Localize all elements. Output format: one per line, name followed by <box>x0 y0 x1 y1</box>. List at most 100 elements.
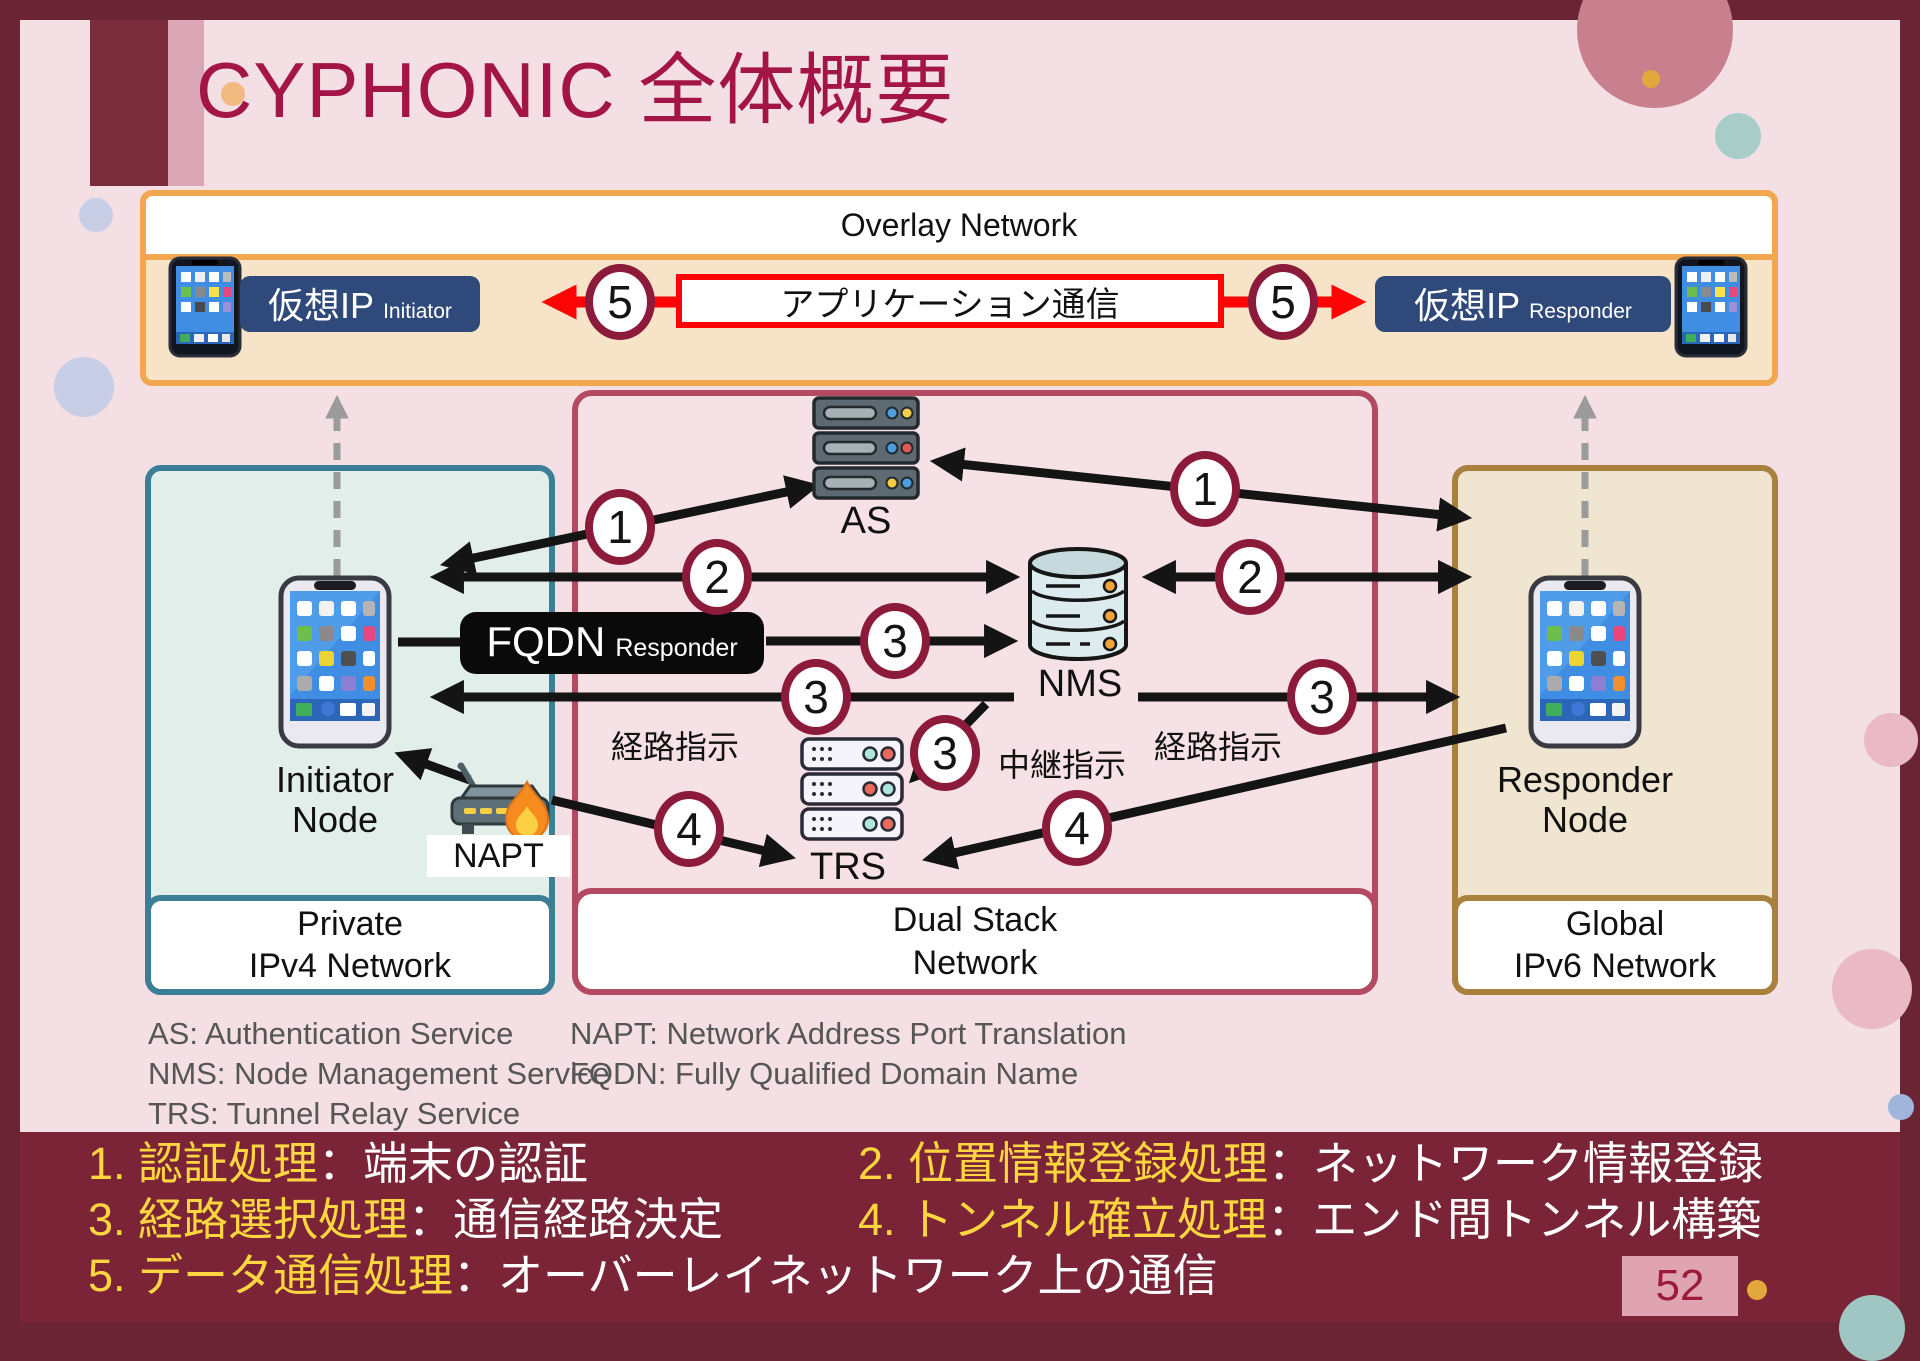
step-number: 5 <box>607 276 633 328</box>
decor-circle-pink-right-1 <box>1864 713 1918 767</box>
legend-trs: TRS: Tunnel Relay Service <box>148 1096 521 1131</box>
decor-circle-teal-bottom <box>1839 1295 1905 1361</box>
step-badge-5: 5 <box>1248 264 1318 340</box>
step-badge-3: 3 <box>910 715 980 791</box>
private-ipv4-network-box: Private IPv4 Network <box>145 465 555 995</box>
banner-item-desc: ：端末の認証 <box>318 1138 589 1189</box>
step-badge-3: 3 <box>860 603 930 679</box>
title-accent-block <box>90 20 168 186</box>
page-number: 52 <box>1655 1261 1705 1310</box>
initiator-node-line2: Node <box>291 799 379 840</box>
step-number: 4 <box>676 803 702 855</box>
dual-stack-network-box: Dual Stack Network <box>572 390 1378 995</box>
step-number: 1 <box>1192 463 1218 515</box>
decor-circle-pink-right-2 <box>1832 949 1912 1029</box>
application-communication-box: アプリケーション通信 <box>676 274 1224 328</box>
responder-node-line2: Node <box>1541 799 1629 840</box>
legend-as: AS: Authentication Service <box>148 1016 514 1051</box>
step-number: 3 <box>1309 671 1335 723</box>
banner-item-desc: ：ネットワーク情報登録 <box>1268 1138 1764 1189</box>
step-number: 3 <box>803 671 829 723</box>
banner-item-1: 1. 認証処理：端末の認証 <box>88 1138 588 1190</box>
server-rack-icon <box>812 396 920 502</box>
decor-circle-lavender-2 <box>54 357 114 417</box>
private-label-line2: IPv4 Network <box>248 947 452 985</box>
virtual-ip-label: 仮想IP <box>1414 285 1521 326</box>
step-badge-4: 4 <box>1042 790 1112 866</box>
virtual-ip-label: 仮想IP <box>268 285 375 326</box>
step-number: 2 <box>1237 551 1263 603</box>
database-icon <box>1022 545 1134 663</box>
step-number: 4 <box>1064 802 1090 854</box>
virtual-ip-responder-sub: Responder <box>1529 300 1632 323</box>
banner-item-key: 3. 経路選択処理 <box>88 1194 409 1245</box>
initiator-node-label: Initiator Node <box>235 760 435 840</box>
step-badge-3: 3 <box>781 659 851 735</box>
decor-circle-teal-top <box>1715 113 1761 159</box>
global-network-label: Global IPv6 Network <box>1452 895 1778 995</box>
decor-dot-gold-top <box>1642 70 1660 88</box>
decor-circle-lavender-1 <box>79 198 113 232</box>
step-number: 3 <box>882 615 908 667</box>
banner-item-2: 2. 位置情報登録処理：ネットワーク情報登録 <box>858 1138 1763 1190</box>
legend-fqdn: FQDN: Fully Qualified Domain Name <box>570 1056 1079 1091</box>
step-badge-5: 5 <box>585 264 655 340</box>
virtual-ip-initiator-box: 仮想IP Initiator <box>240 276 480 332</box>
responder-node-line1: Responder <box>1496 759 1674 800</box>
responder-smartphone-icon <box>1528 575 1642 749</box>
initiator-node-line1: Initiator <box>275 759 395 800</box>
virtual-ip-responder-box: 仮想IP Responder <box>1375 276 1671 332</box>
banner-item-key: 1. 認証処理 <box>88 1138 319 1189</box>
banner-item-3: 3. 経路選択処理：通信経路決定 <box>88 1194 723 1246</box>
smartphone-icon <box>1674 256 1748 358</box>
napt-text: NAPT <box>453 836 544 875</box>
virtual-ip-initiator-sub: Initiator <box>383 300 452 323</box>
step-number: 1 <box>607 501 633 553</box>
banner-item-desc: ：オーバーレイネットワーク上の通信 <box>453 1250 1218 1301</box>
legend-napt: NAPT: Network Address Port Translation <box>570 1016 1127 1051</box>
decor-dot-gold-bottom <box>1747 1280 1767 1300</box>
private-label-line1: Private <box>297 904 403 943</box>
global-label-line2: IPv6 Network <box>1513 947 1717 985</box>
page-number-badge: 52 <box>1622 1256 1738 1316</box>
fqdn-label: FQDN <box>486 618 606 665</box>
step-number: 5 <box>1270 276 1296 328</box>
banner-item-key: 5. データ通信処理 <box>88 1250 454 1301</box>
trs-label: TRS <box>810 846 886 888</box>
fqdn-responder-box: FQDN Responder <box>460 612 764 674</box>
as-label: AS <box>840 500 892 542</box>
banner-item-desc: ：通信経路決定 <box>408 1194 724 1245</box>
step-badge-1: 1 <box>585 489 655 565</box>
banner-item-5: 5. データ通信処理：オーバーレイネットワーク上の通信 <box>88 1250 1218 1302</box>
private-network-label: Private IPv4 Network <box>145 895 555 995</box>
fqdn-sub: Responder <box>615 634 738 662</box>
title-accent-stripe <box>168 20 204 186</box>
summary-banner <box>20 1132 1900 1322</box>
dual-label-line2: Network <box>912 943 1038 982</box>
banner-item-key: 4. トンネル確立処理 <box>858 1194 1268 1245</box>
step-badge-2: 2 <box>1215 539 1285 615</box>
smartphone-icon <box>168 256 242 358</box>
banner-item-4: 4. トンネル確立処理：エンド間トンネル構築 <box>858 1194 1761 1246</box>
relay-instruction: 中継指示 <box>998 747 1127 783</box>
overlay-network-title: Overlay Network <box>146 196 1772 260</box>
step-number: 3 <box>932 727 958 779</box>
step-badge-2: 2 <box>682 539 752 615</box>
decor-dot-peach-title <box>221 82 245 106</box>
decor-dot-blue-bottom <box>1888 1094 1914 1120</box>
route-instruction-left: 経路指示 <box>610 729 739 765</box>
fire-icon <box>498 780 556 842</box>
napt-label: NAPT <box>427 835 570 877</box>
legend-nms: NMS: Node Management Service <box>148 1056 610 1091</box>
step-badge-1: 1 <box>1170 451 1240 527</box>
nms-label: NMS <box>1037 663 1123 705</box>
relay-server-icon <box>800 737 904 843</box>
step-number: 2 <box>704 551 730 603</box>
application-communication-label: アプリケーション通信 <box>780 285 1120 324</box>
step-badge-4: 4 <box>654 791 724 867</box>
responder-node-label: Responder Node <box>1485 760 1685 840</box>
banner-item-desc: ：エンド間トンネル構築 <box>1267 1194 1762 1245</box>
banner-item-key: 2. 位置情報登録処理 <box>858 1138 1269 1189</box>
dual-label-line1: Dual Stack <box>892 901 1058 939</box>
page-title: CYPHONIC 全体概要 <box>196 46 955 134</box>
